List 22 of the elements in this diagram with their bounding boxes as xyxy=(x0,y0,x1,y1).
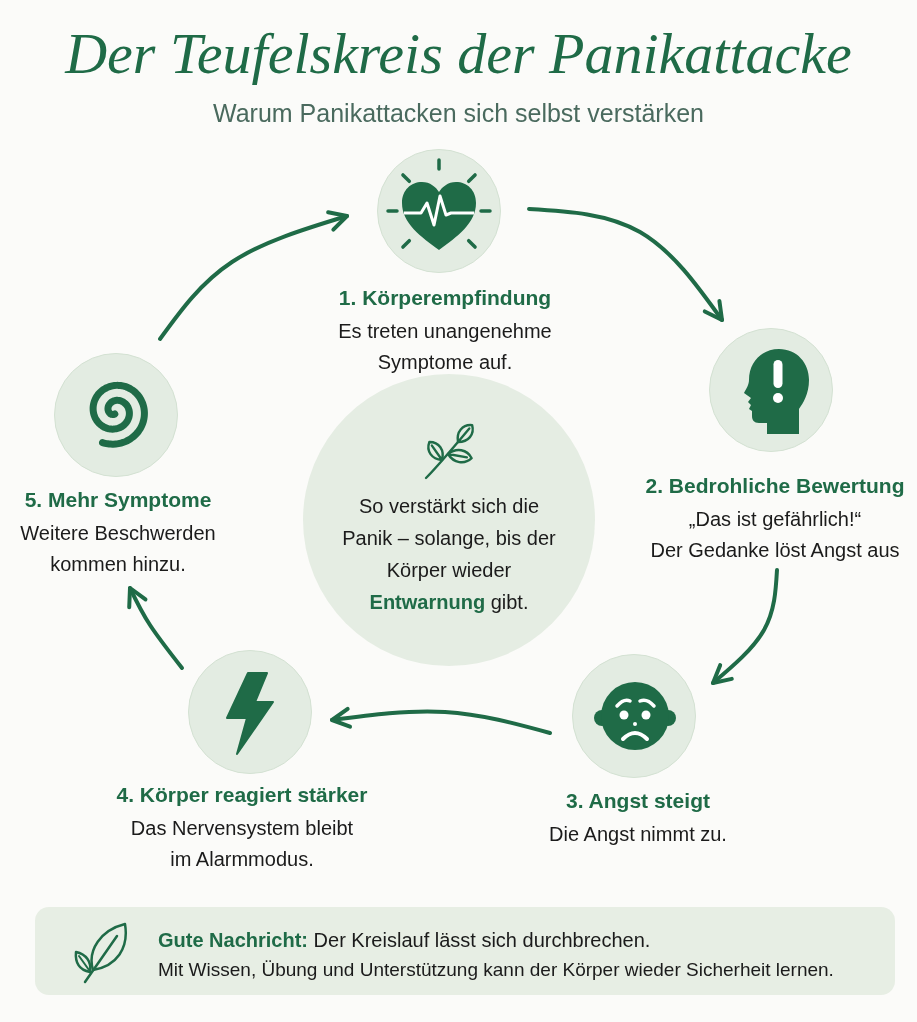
step-heading: 2. Bedrohliche Bewertung xyxy=(645,473,905,499)
cycle-arrow xyxy=(158,210,349,341)
step-heading: 3. Angst steigt xyxy=(566,788,710,814)
info-headline: Gute Nachricht: Der Kreislauf lässt sich durchbrechen. xyxy=(158,928,651,953)
step-heading: 4. Körper reagiert stärker xyxy=(116,782,368,808)
step-description: Die Angst nimmt zu. xyxy=(549,822,727,847)
step-heading: 1. Körperempfindung xyxy=(338,285,552,311)
cycle-arrow xyxy=(711,568,779,685)
cycle-arrow xyxy=(527,207,724,322)
step-description: Der Gedanke löst Angst aus xyxy=(650,538,900,563)
step-description: Weitere Beschwerden kommen hinzu. xyxy=(19,521,217,577)
cycle-arrow xyxy=(330,706,552,735)
cycle-arrow xyxy=(127,586,184,670)
summary-text: So verstärkt sich die Panik – solange, bis der Körper wieder Entwarnung gibt. xyxy=(341,494,557,615)
info-panel xyxy=(35,907,895,995)
info-text: Mit Wissen, Übung und Unterstützung kann der Körper wieder Sicherheit lernen. xyxy=(158,958,834,982)
subtitle: Warum Panikattacken sich selbst verstärken xyxy=(213,98,704,128)
step-heading: 5. Mehr Symptome xyxy=(24,487,212,513)
title: Der Teufelskreis der Panikattacke xyxy=(65,20,852,88)
step-description: Das Nervensystem bleibt im Alarmmodus. xyxy=(129,816,355,872)
step-description: Es treten unangenehme Symptome auf. xyxy=(337,319,553,375)
step-description: „Das ist gefährlich!“ xyxy=(688,507,862,532)
